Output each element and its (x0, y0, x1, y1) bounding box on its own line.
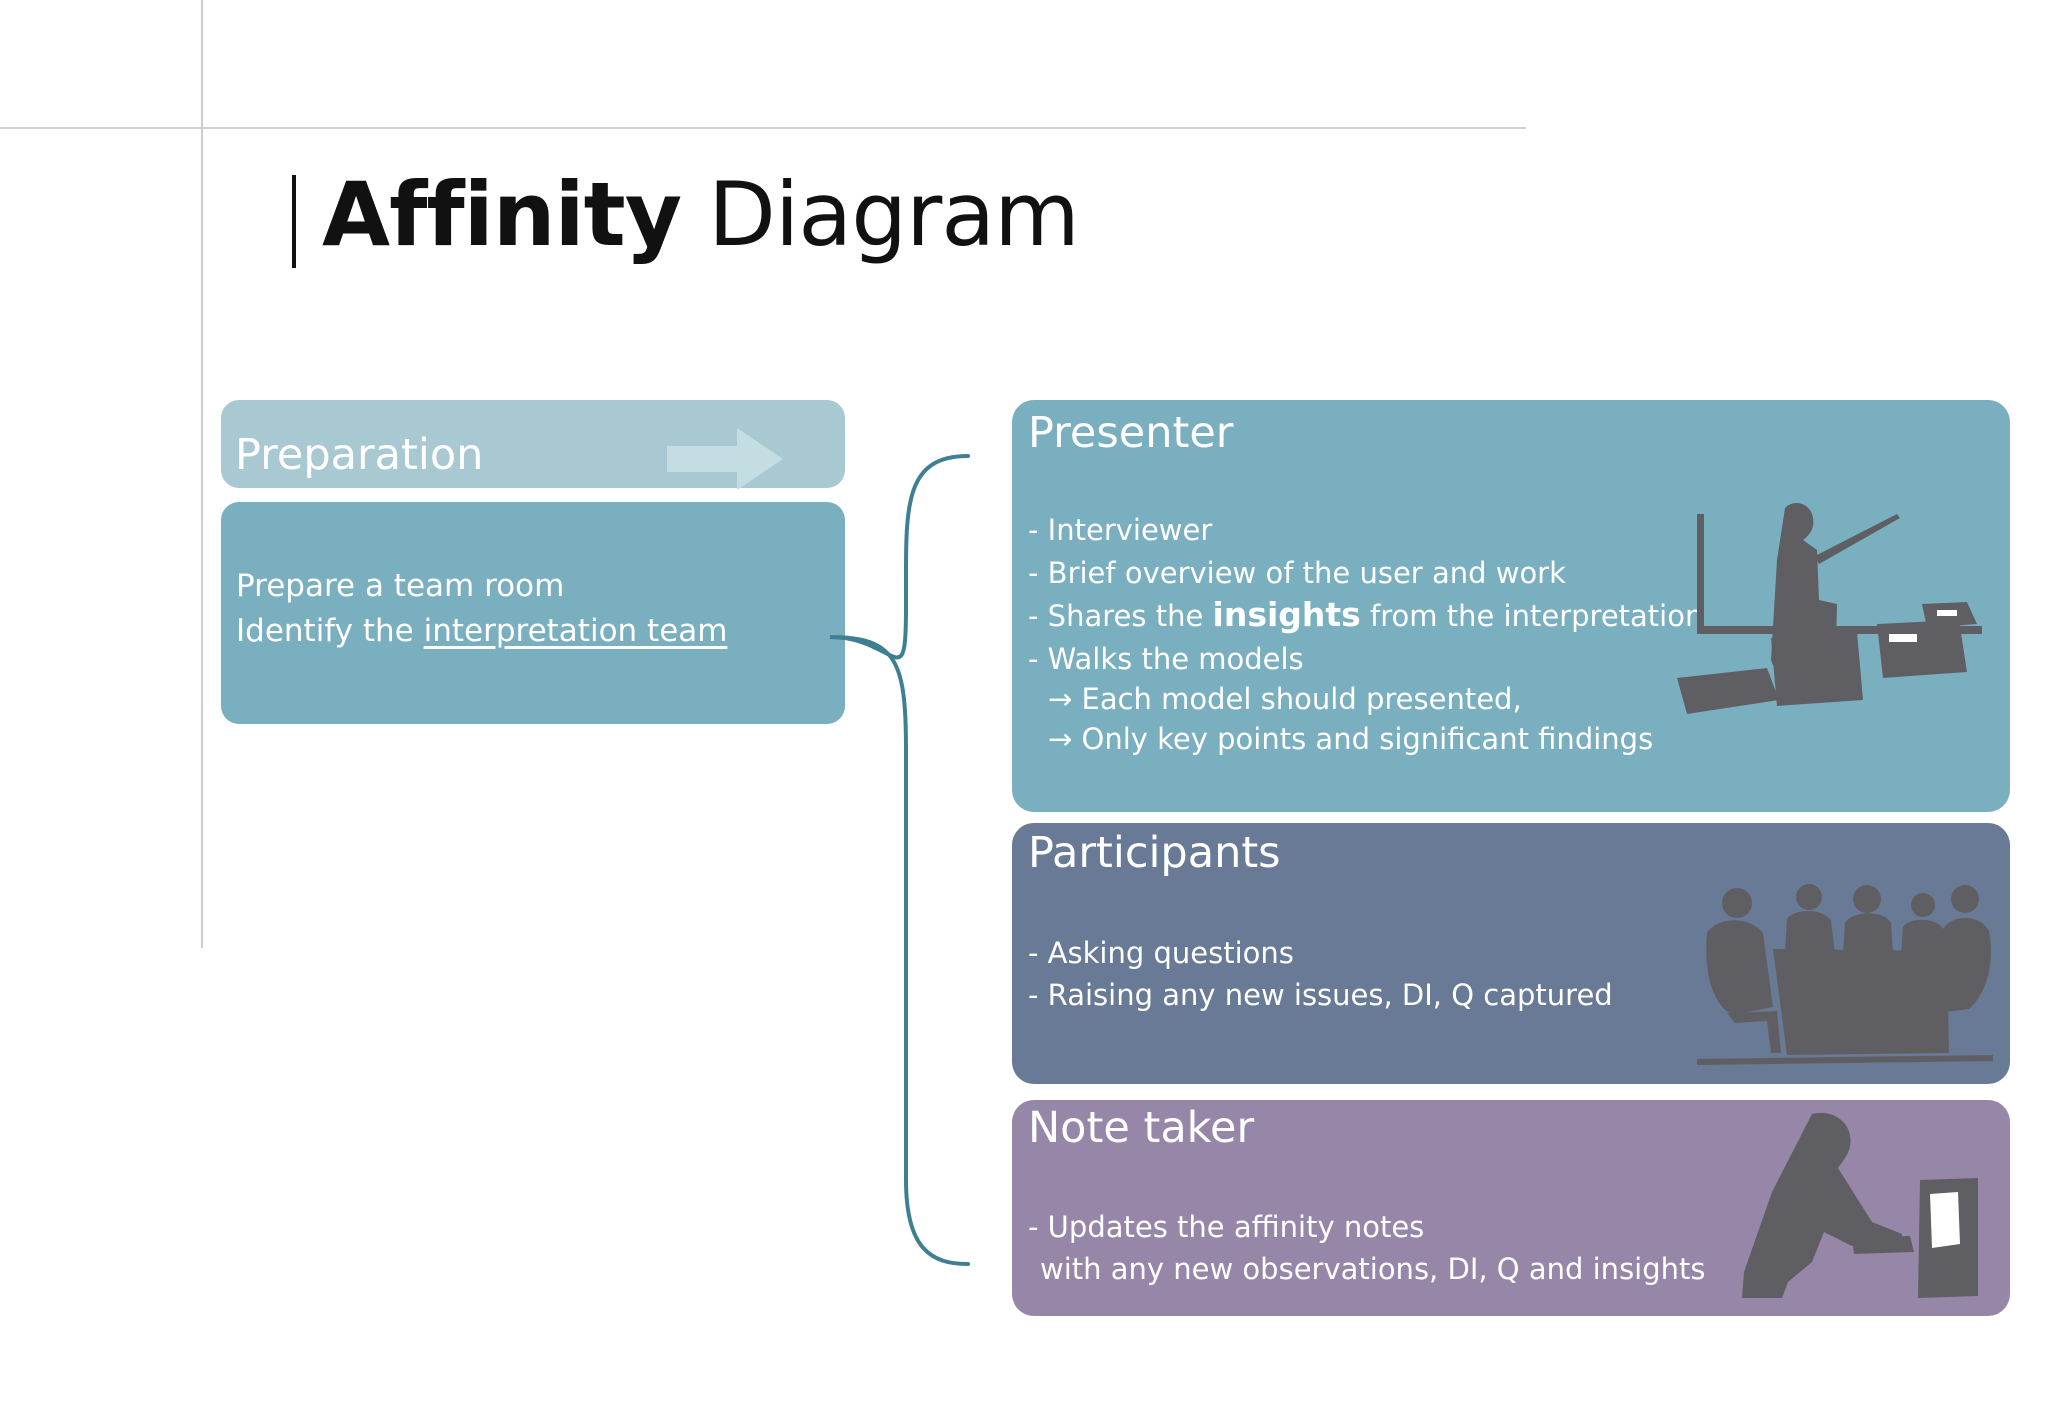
presenter-card: Presenter - Interviewer - Brief overview… (1012, 400, 2010, 812)
frame-vertical-line (201, 0, 203, 948)
interpretation-team-link: interpretation team (423, 613, 728, 649)
participants-card: Participants - Asking questions - Raisin… (1012, 823, 2010, 1084)
preparation-body: Prepare a team room Identify the interpr… (221, 502, 845, 724)
presenter-subline: → Only key points and significant findin… (1048, 722, 1654, 756)
preparation-title: Preparation (235, 430, 484, 480)
brace-connector (829, 454, 970, 1266)
presenter-line-bold: insights (1212, 595, 1361, 634)
presenter-line: - Interviewer (1028, 513, 1213, 547)
title-light: Diagram (708, 163, 1080, 266)
presenter-silhouette-icon (1677, 503, 1982, 714)
note-taker-card: Note taker - Updates the affinity notes … (1012, 1100, 2010, 1316)
preparation-line-1: Prepare a team room (236, 568, 565, 604)
note-taker-title: Note taker (1028, 1103, 1255, 1153)
title-bold: Affinity (322, 163, 682, 266)
note-taker-line: with any new observations, DI, Q and ins… (1040, 1252, 1706, 1286)
presenter-line-suffix: from the interpretation (1360, 599, 1704, 633)
presenter-line: - Shares the insights from the interpret… (1028, 595, 1703, 634)
right-arrow-icon (667, 428, 783, 490)
note-taker-silhouette-icon (1742, 1112, 1978, 1298)
presenter-subline: → Each model should presented, (1048, 682, 1522, 716)
participants-title: Participants (1028, 828, 1281, 878)
title-accent-bar (292, 175, 296, 268)
preparation-header: Preparation (221, 400, 845, 490)
preparation-line-2: Identify the interpretation team (236, 613, 727, 649)
presenter-line-prefix: - Shares the (1028, 599, 1213, 633)
presenter-line: - Brief overview of the user and work (1028, 556, 1566, 590)
preparation-line-2-prefix: Identify the (236, 613, 424, 649)
page-title: Affinity Diagram (322, 160, 1080, 270)
presenter-line: - Walks the models (1028, 642, 1304, 676)
participants-line: - Asking questions (1028, 936, 1294, 970)
presenter-title: Presenter (1028, 408, 1234, 458)
meeting-silhouette-icon (1697, 884, 1993, 1065)
participants-line: - Raising any new issues, DI, Q captured (1028, 978, 1613, 1012)
frame-horizontal-line (0, 127, 1526, 129)
note-taker-line: - Updates the affinity notes (1028, 1210, 1425, 1244)
